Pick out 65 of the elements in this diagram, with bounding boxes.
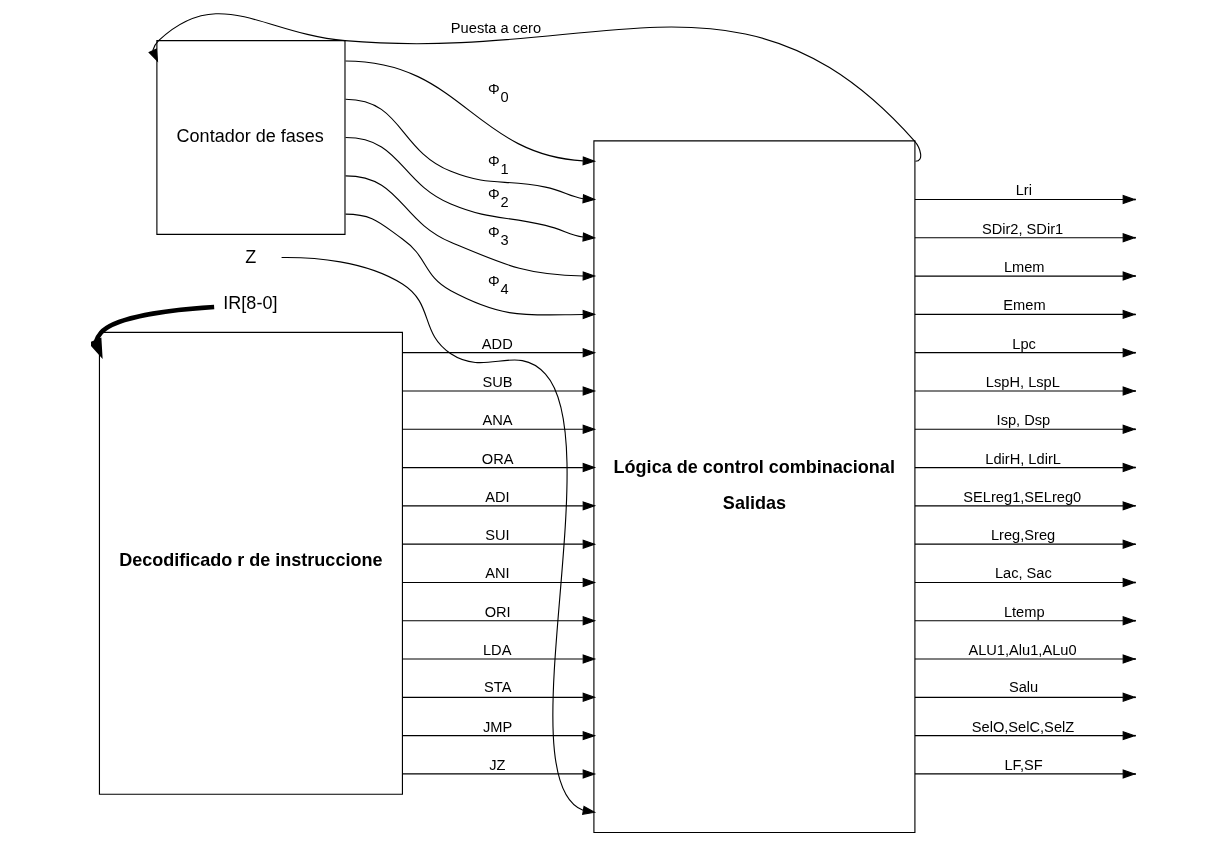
arrow [914,309,1137,319]
edge-label: Ltemp [1003,603,1045,620]
edge-label: Lpc [1012,335,1036,352]
edge-label: LspH, LspL [985,373,1060,390]
arrow [914,424,1137,434]
edge-label: SUI [485,526,510,543]
edge-label: LdirH, LdirL [985,450,1061,467]
edge-label: SelO,SelC,SelZ [971,718,1075,735]
edge-label: JMP [482,718,513,735]
arrow [281,256,597,815]
edge-label: ALU1,Alu1,ALu0 [968,641,1077,658]
edge-label: SUB [482,373,513,390]
arrow [914,347,1137,357]
edge-label: Emem [1003,296,1046,313]
arrow [914,692,1137,702]
arrow [914,653,1137,664]
arrow [345,98,597,203]
node-box: Lógica de control combinacional Salidas [593,139,916,833]
arrow [401,615,597,625]
edge-label: STA [484,678,512,695]
arrow [401,692,597,702]
edge-label: SDir2, SDir1 [981,220,1064,237]
edge-label: LDA [482,641,512,658]
arrow [401,462,597,472]
node-text: IR[8-0] [223,292,278,313]
arrow [91,304,215,359]
arrow [914,538,1137,549]
node-box: Decodificado r de instruccione [98,331,403,795]
arrow [345,136,597,242]
edge-label: Lac, Sac [994,564,1052,581]
edge-label: ADI [485,488,510,505]
arrow [345,59,597,166]
edge-label: SELreg1,SELreg0 [963,488,1082,505]
edge-label: Lmem [1003,258,1045,275]
arrow [401,347,597,357]
edge-label: Salu [1008,678,1039,695]
arrow [914,270,1137,281]
edge-label: ANA [482,411,513,428]
edge-label: ORA [481,450,514,467]
arrow [914,232,1137,243]
arrow [401,538,597,549]
arrow [914,385,1137,396]
arrow [345,213,597,319]
edge-label: Isp, Dsp [996,411,1051,428]
arrow [401,385,597,396]
arrow [401,730,597,740]
arrow [914,768,1137,779]
edge-label: Lri [1015,181,1032,198]
edge-label: JZ [489,756,506,773]
edge-label: ADD [481,335,513,352]
edge-label: ANI [485,564,510,581]
edge-label: ORI [484,603,511,620]
arrow [401,424,597,434]
arrow [914,615,1137,625]
arrow [401,768,597,779]
edge-label: LF,SF [1004,756,1043,773]
node-box: Contador de fases [156,39,346,235]
edge-label: Lreg,Sreg [990,526,1056,543]
arrow [914,500,1137,511]
arrow [345,174,597,281]
edge-label: Puesta a cero [450,19,542,36]
arrow [401,653,597,664]
arrow [401,577,597,587]
node-text: Z [245,246,257,267]
arrow [401,500,597,511]
